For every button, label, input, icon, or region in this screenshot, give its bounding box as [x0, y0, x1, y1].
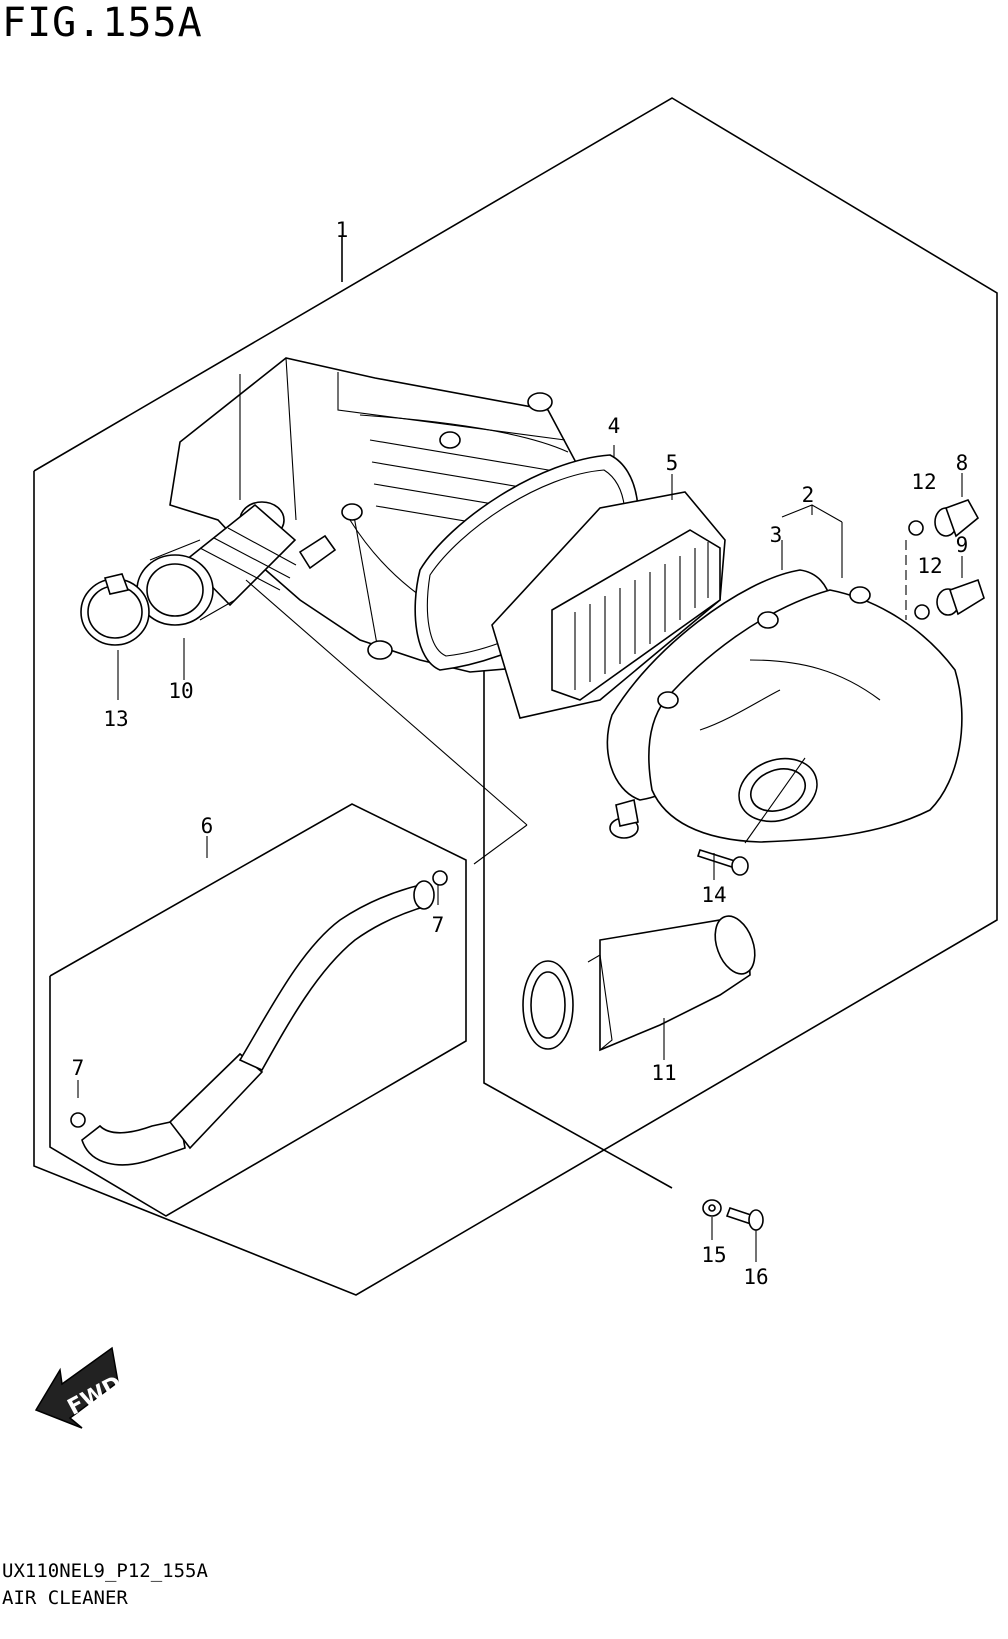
- callout-12-upper: 12: [911, 470, 936, 494]
- callout-6: 6: [201, 814, 214, 838]
- clip-12: [905, 520, 930, 620]
- callout-8: 8: [956, 451, 969, 475]
- callout-15: 15: [701, 1243, 726, 1267]
- callout-11: 11: [651, 1061, 676, 1085]
- callout-7-lower: 7: [72, 1056, 85, 1080]
- figure-title: FIG.155A: [2, 0, 203, 46]
- breather-hose-group: [49, 803, 467, 1217]
- hose-clamp: [80, 573, 150, 646]
- callout-3: 3: [770, 523, 783, 547]
- callout-12-lower: 12: [917, 554, 942, 578]
- callout-1: 1: [336, 218, 349, 242]
- figure-caption: AIR CLEANER: [2, 1587, 128, 1609]
- air-cleaner-cap: [609, 586, 963, 843]
- drain-plug-9: [936, 578, 985, 616]
- drain-plug-8: [934, 499, 980, 538]
- intake-duct: [522, 757, 806, 1052]
- screw-14: [696, 849, 749, 876]
- callout-labels: 1 2 3 4 5 6 7 7 8 9 10 11 12 12 13 14 15…: [72, 218, 969, 1289]
- intake-boot: [136, 539, 236, 626]
- assembly-boundary: [33, 97, 998, 1296]
- callout-14: 14: [701, 883, 726, 907]
- callout-5: 5: [666, 451, 679, 475]
- callout-9: 9: [956, 533, 969, 557]
- leader-lines: [77, 445, 963, 1262]
- filter-element: [491, 491, 726, 719]
- callout-7-upper: 7: [432, 913, 445, 937]
- figure-footer: UX110NEL9_P12_155A AIR CLEANER: [2, 1558, 208, 1612]
- washer-15: [702, 1199, 722, 1217]
- callout-16: 16: [743, 1265, 768, 1289]
- forward-arrow-icon: FWD: [34, 1346, 126, 1429]
- callout-13: 13: [103, 707, 128, 731]
- figure-code: UX110NEL9_P12_155A: [2, 1560, 208, 1582]
- bolt-16: [725, 1206, 764, 1231]
- callout-4: 4: [608, 414, 621, 438]
- callout-10: 10: [168, 679, 193, 703]
- callout-2: 2: [802, 483, 815, 507]
